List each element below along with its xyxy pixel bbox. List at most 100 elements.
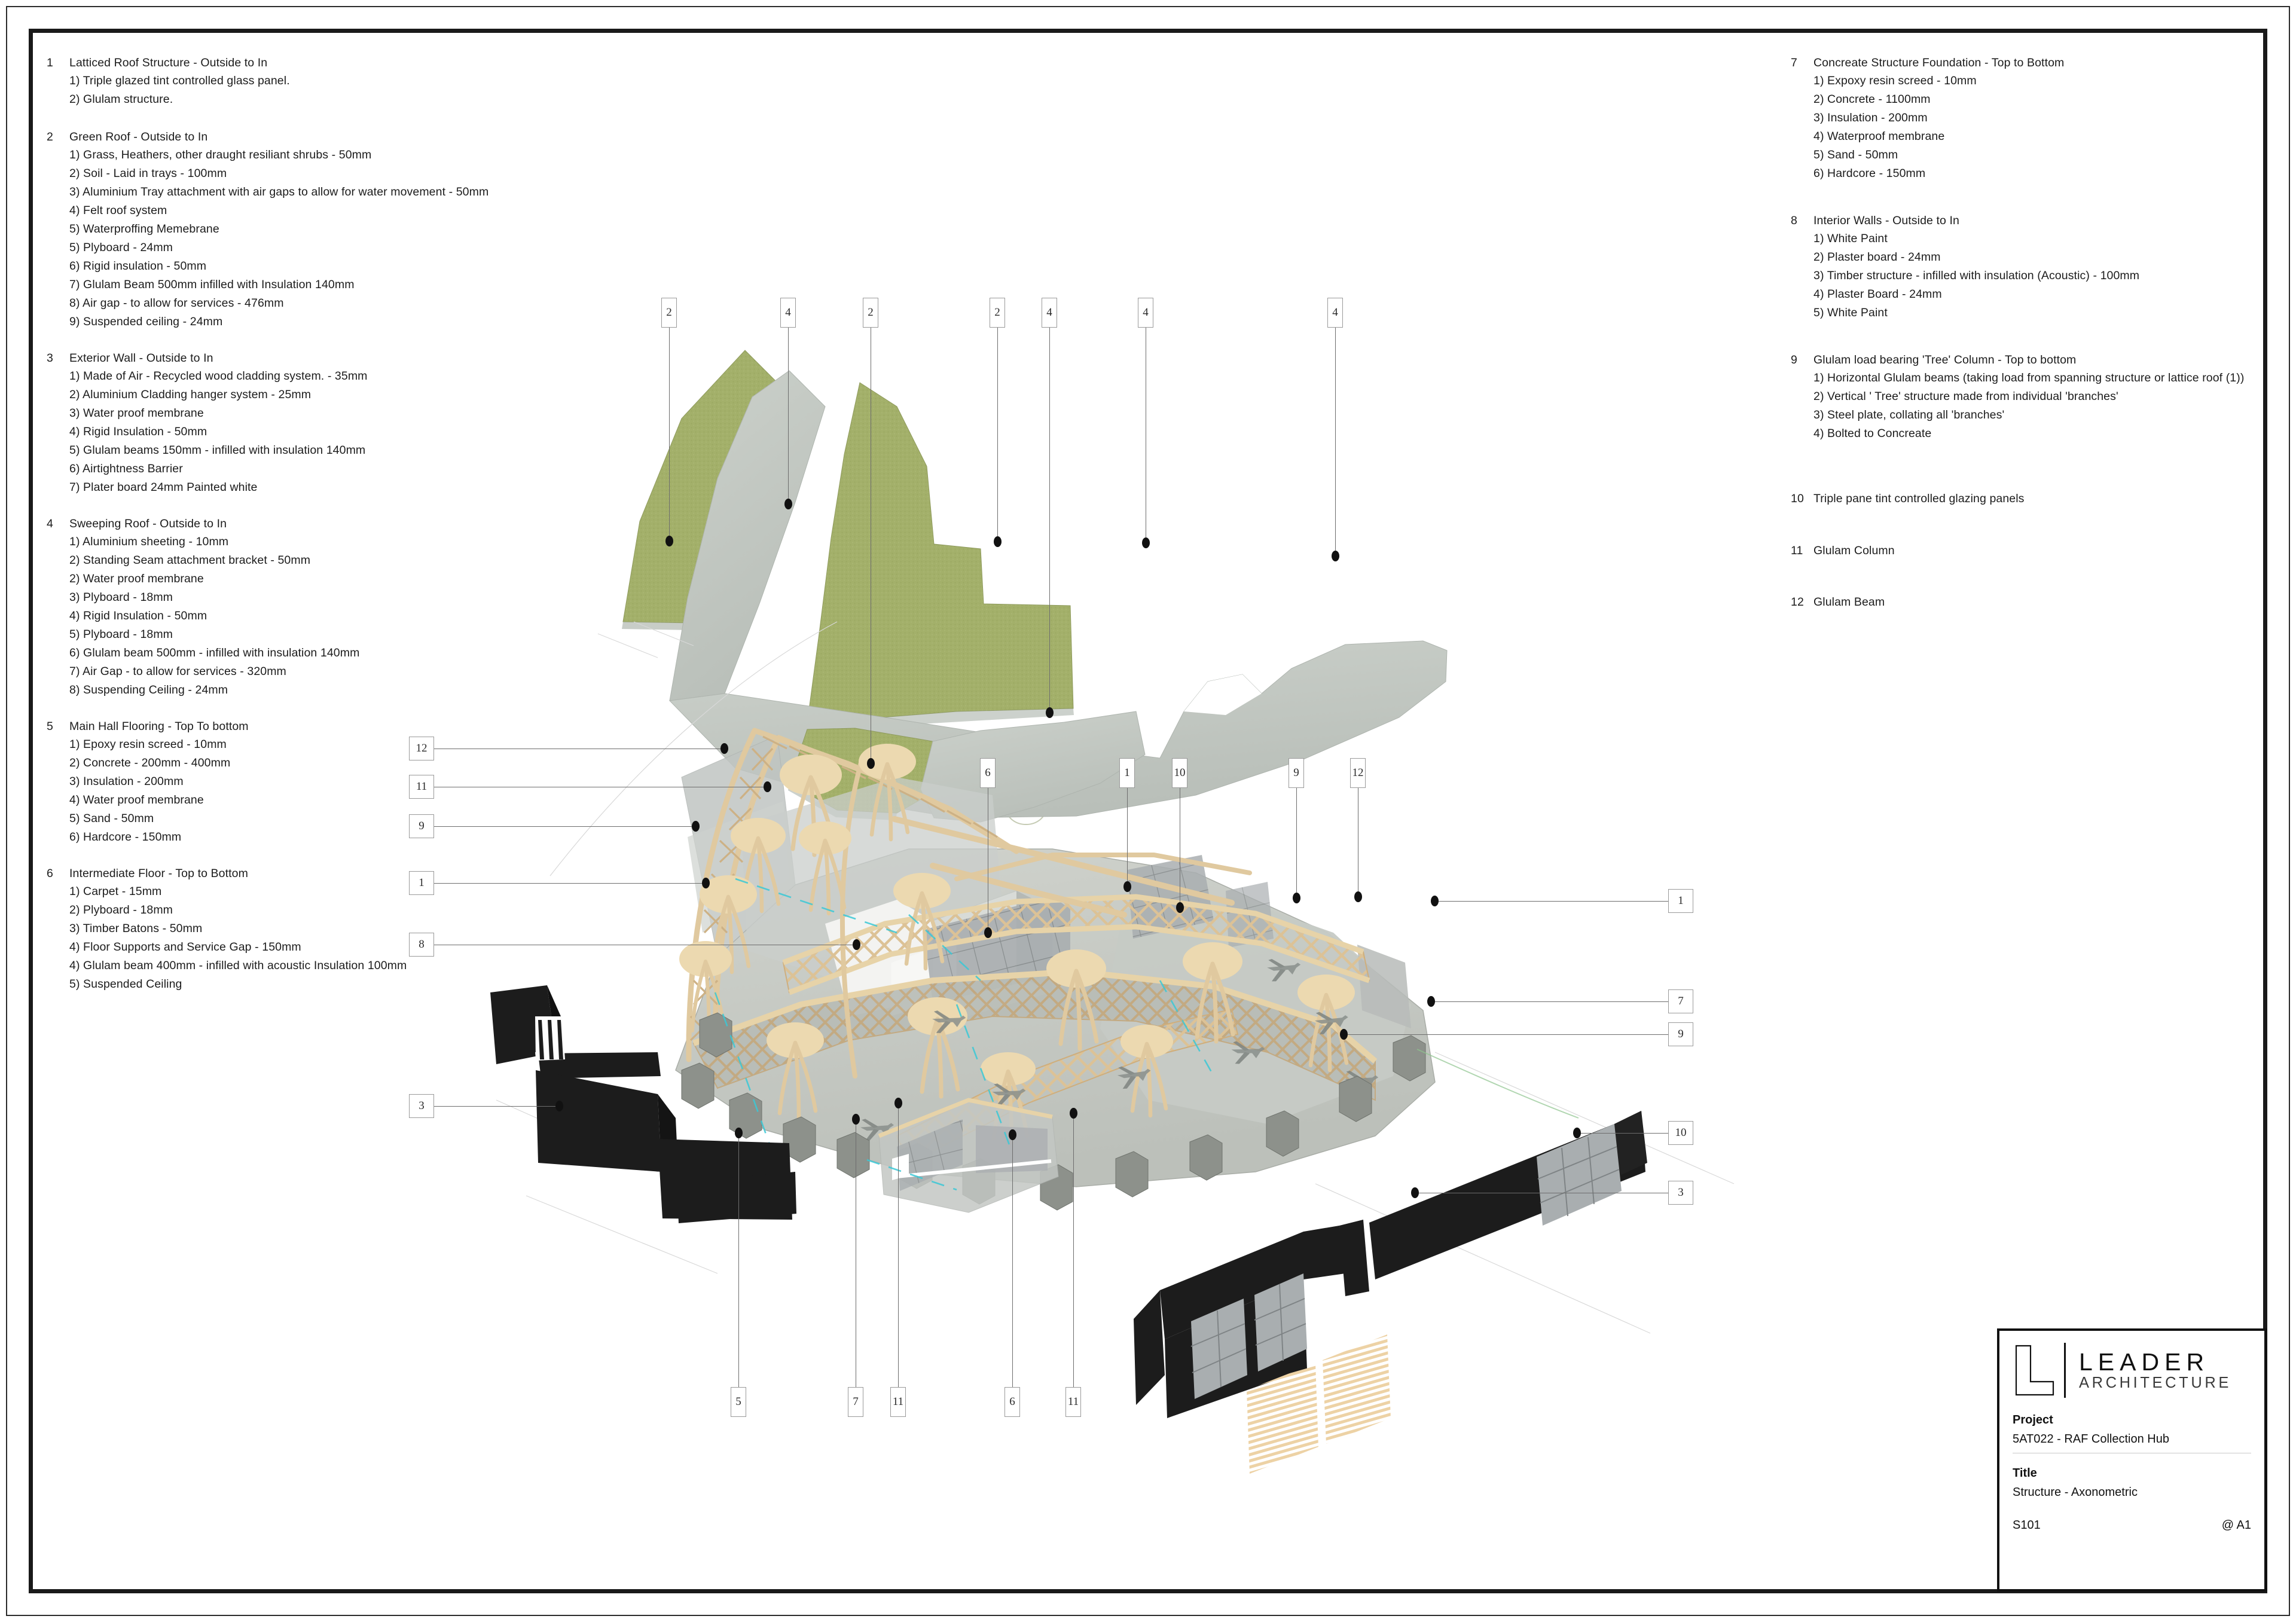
note-number: 8: [1791, 214, 1797, 227]
note-line: 5) Waterproffing Memebrane: [69, 222, 219, 236]
callout-tag-12[interactable]: 12: [1350, 758, 1366, 788]
callout-tag-4[interactable]: 4: [1042, 298, 1057, 328]
note-line: 3) Timber Batons - 50mm: [69, 921, 203, 935]
specification-notes-right: 7 Concreate Structure Foundation - Top t…: [1791, 57, 2257, 629]
callout-tag-7[interactable]: 7: [848, 1387, 863, 1417]
note-title: Interior Walls - Outside to In: [1813, 214, 1959, 227]
note-line: 6) Rigid insulation - 50mm: [69, 259, 207, 273]
title-label: Title: [2013, 1467, 2037, 1480]
leader-line: [738, 1133, 739, 1387]
note-title: Triple pane tint controlled glazing pane…: [1813, 492, 2025, 505]
callout-tag-11[interactable]: 11: [890, 1387, 906, 1417]
callout-anchor-dot: [852, 1114, 860, 1125]
callout-tag-3[interactable]: 3: [409, 1094, 434, 1118]
callout-tag-6[interactable]: 6: [1004, 1387, 1020, 1417]
callout-tag-2[interactable]: 2: [661, 298, 677, 328]
note-line: 5) Suspended Ceiling: [69, 977, 182, 991]
callout-anchor-dot: [1427, 996, 1435, 1007]
callout-tag-2[interactable]: 2: [863, 298, 878, 328]
callout-tag-2[interactable]: 2: [990, 298, 1005, 328]
note-block: 7 Concreate Structure Foundation - Top t…: [1791, 57, 2257, 179]
sheet-border-outer: [6, 6, 2290, 1616]
practice-logo: LEADER ARCHITECTURE: [2013, 1340, 2251, 1400]
callout-tag-8[interactable]: 8: [409, 933, 434, 957]
note-line: 3) Water proof membrane: [69, 406, 204, 420]
note-block: 8 Interior Walls - Outside to In 1) Whit…: [1791, 215, 2257, 319]
note-line: 7) Plater board 24mm Painted white: [69, 480, 258, 494]
callout-anchor-dot: [867, 758, 875, 769]
note-line: 2) Plyboard - 18mm: [69, 903, 173, 917]
note-title: Glulam Beam: [1813, 595, 1885, 609]
note-line: 3) Plyboard - 18mm: [69, 590, 173, 604]
callout-tag-7[interactable]: 7: [1668, 989, 1693, 1013]
callout-tag-9[interactable]: 9: [409, 814, 434, 838]
callout-tag-10[interactable]: 10: [1668, 1121, 1693, 1145]
sheet-scale-note: @ A1: [2221, 1519, 2251, 1532]
note-line: 5) White Paint: [1813, 306, 1888, 319]
leader-line: [434, 826, 695, 827]
note-line: 4) Rigid Insulation - 50mm: [69, 424, 207, 438]
callout-tag-4[interactable]: 4: [780, 298, 796, 328]
note-line: 9) Suspended ceiling - 24mm: [69, 314, 223, 328]
note-number: 7: [1791, 56, 1797, 69]
callout-tag-11[interactable]: 11: [1065, 1387, 1081, 1417]
callout-tag-1[interactable]: 1: [1668, 889, 1693, 913]
callout-tag-10[interactable]: 10: [1172, 758, 1187, 788]
note-block: 3 Exterior Wall - Outside to In 1) Made …: [47, 352, 645, 494]
note-block: 4 Sweeping Roof - Outside to In 1) Alumi…: [47, 518, 645, 696]
note-line: 1) Horizontal Glulam beams (taking load …: [1813, 371, 2245, 384]
note-line: 4) Water proof membrane: [69, 793, 204, 807]
title-value: Structure - Axonometric: [2013, 1486, 2138, 1499]
note-line: 3) Insulation - 200mm: [69, 774, 184, 788]
note-title: Intermediate Floor - Top to Bottom: [69, 867, 248, 880]
leader-line: [788, 328, 789, 504]
note-line: 4) Rigid Insulation - 50mm: [69, 609, 207, 622]
callout-tag-5[interactable]: 5: [731, 1387, 746, 1417]
callout-anchor-dot: [735, 1128, 743, 1138]
leader-line: [997, 328, 998, 542]
callout-anchor-dot: [1573, 1128, 1581, 1138]
leader-line: [1012, 1135, 1013, 1387]
callout-anchor-dot: [1009, 1129, 1016, 1140]
callout-anchor-dot: [1411, 1187, 1419, 1198]
callout-tag-9[interactable]: 9: [1289, 758, 1304, 788]
note-line: 1) Epoxy resin screed - 10mm: [69, 737, 227, 751]
note-number: 3: [47, 352, 53, 365]
note-line: 2) Soil - Laid in trays - 100mm: [69, 166, 227, 180]
note-title: Concreate Structure Foundation - Top to …: [1813, 56, 2065, 69]
note-number: 10: [1791, 492, 1804, 505]
note-line: 1) Carpet - 15mm: [69, 884, 162, 898]
callout-tag-4[interactable]: 4: [1327, 298, 1343, 328]
callout-tag-3[interactable]: 3: [1668, 1181, 1693, 1205]
callout-anchor-dot: [692, 821, 700, 832]
note-line: 3) Aluminium Tray attachment with air ga…: [69, 185, 489, 198]
callout-tag-6[interactable]: 6: [980, 758, 996, 788]
note-line: 8) Suspending Ceiling - 24mm: [69, 683, 228, 697]
project-label: Project: [2013, 1413, 2053, 1426]
note-line: 4) Bolted to Concreate: [1813, 426, 1932, 440]
note-block: 12 Glulam Beam: [1791, 595, 2257, 609]
callout-tag-9[interactable]: 9: [1668, 1022, 1693, 1046]
callout-tag-4[interactable]: 4: [1138, 298, 1153, 328]
callout-tag-11[interactable]: 11: [409, 775, 434, 799]
note-block: 1 Latticed Roof Structure - Outside to I…: [47, 57, 645, 105]
callout-tag-1[interactable]: 1: [409, 871, 434, 895]
callout-tag-12[interactable]: 12: [409, 737, 434, 760]
leader-line: [1344, 1034, 1668, 1035]
note-line: 3) Timber structure - infilled with insu…: [1813, 268, 2140, 282]
callout-tag-1[interactable]: 1: [1119, 758, 1135, 788]
specification-notes-left: 1 Latticed Roof Structure - Outside to I…: [47, 57, 645, 1010]
callout-anchor-dot: [1332, 551, 1339, 561]
note-title: Exterior Wall - Outside to In: [69, 352, 213, 365]
note-block: 9 Glulam load bearing 'Tree' Column - To…: [1791, 354, 2257, 440]
callout-anchor-dot: [1293, 893, 1300, 903]
note-title: Green Roof - Outside to In: [69, 130, 208, 143]
leader-line: [1434, 901, 1668, 902]
note-line: 4) Floor Supports and Service Gap - 150m…: [69, 940, 301, 954]
callout-anchor-dot: [555, 1101, 563, 1111]
leader-line: [1431, 1001, 1668, 1002]
note-line: 3) Insulation - 200mm: [1813, 111, 1928, 124]
callout-anchor-dot: [702, 878, 710, 888]
title-block: LEADER ARCHITECTURE Project 5AT022 - RAF…: [1997, 1328, 2267, 1592]
note-number: 1: [47, 56, 53, 69]
